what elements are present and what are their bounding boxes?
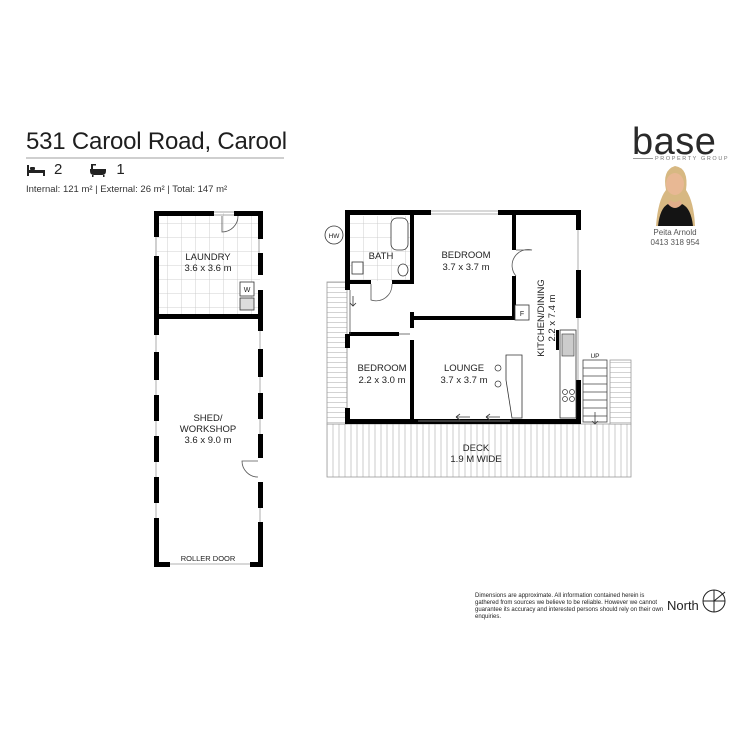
stairs-up-label: UP (590, 353, 599, 360)
bed-icon (26, 163, 46, 177)
kitchen-size: 2.2 x 7.4 m (547, 294, 558, 341)
main-house (324, 210, 608, 425)
hot-water-unit (324, 225, 344, 245)
laundry-tub (239, 297, 255, 311)
lounge-size: 3.7 x 3.7 m (441, 375, 488, 386)
logo-underline (633, 158, 653, 159)
bath-icon (88, 162, 108, 177)
brand-logo: base (632, 121, 717, 163)
north-label: North (667, 598, 699, 613)
stairs (582, 359, 608, 425)
agent-phone: 0413 318 954 (650, 238, 700, 247)
bedroom2-size: 2.2 x 3.0 m (359, 375, 406, 386)
kitchen-island (505, 354, 523, 419)
fridge (514, 304, 530, 321)
bath-label: BATH (369, 251, 394, 262)
shed-label-line1: SHED/ (193, 413, 222, 424)
fridge-label: F (520, 311, 524, 318)
roller-door-label: ROLLER DOOR (181, 554, 236, 563)
bedroom-count: 2 (54, 161, 63, 178)
lounge-label: LOUNGE (444, 363, 484, 374)
kitchen-sink (561, 333, 575, 357)
title-divider (26, 157, 284, 159)
brand-tagline: PROPERTY GROUP (655, 156, 730, 162)
washer (239, 281, 255, 297)
laundry-label: LAUNDRY (185, 252, 231, 263)
cooktop (562, 389, 575, 402)
shed-label-line2: WORKSHOP (180, 424, 236, 435)
bedroom2-label: BEDROOM (357, 363, 406, 374)
laundry-door (221, 215, 239, 233)
bedroom1-size: 3.7 x 3.7 m (443, 262, 490, 273)
bathroom-count: 1 (116, 161, 125, 178)
bedroom1-label: BEDROOM (441, 250, 490, 261)
bathtub (390, 217, 409, 251)
kitchen-label: KITCHEN/DINING (536, 279, 547, 357)
basin (351, 261, 364, 275)
room-counts: 2 1 (26, 161, 125, 178)
shed-building (154, 211, 263, 567)
hw-label: HW (329, 233, 341, 240)
washer-label: W (244, 287, 251, 294)
deck-size: 1.9 M WIDE (450, 454, 501, 465)
disclaimer: Dimensions are approximate. All informat… (475, 593, 664, 620)
toilet (397, 263, 409, 277)
agent-name: Peita Arnold (653, 228, 697, 237)
deck-label: DECK (463, 443, 490, 454)
area-summary: Internal: 121 m² | External: 26 m² | Tot… (26, 184, 228, 195)
shed-size: 3.6 x 9.0 m (185, 435, 232, 446)
compass-icon (701, 588, 727, 619)
deck (326, 281, 632, 478)
agent-photo (646, 160, 704, 226)
shed-door (241, 460, 259, 478)
property-address: 531 Carool Road, Carool (26, 128, 287, 155)
laundry-size: 3.6 x 3.6 m (185, 263, 232, 274)
